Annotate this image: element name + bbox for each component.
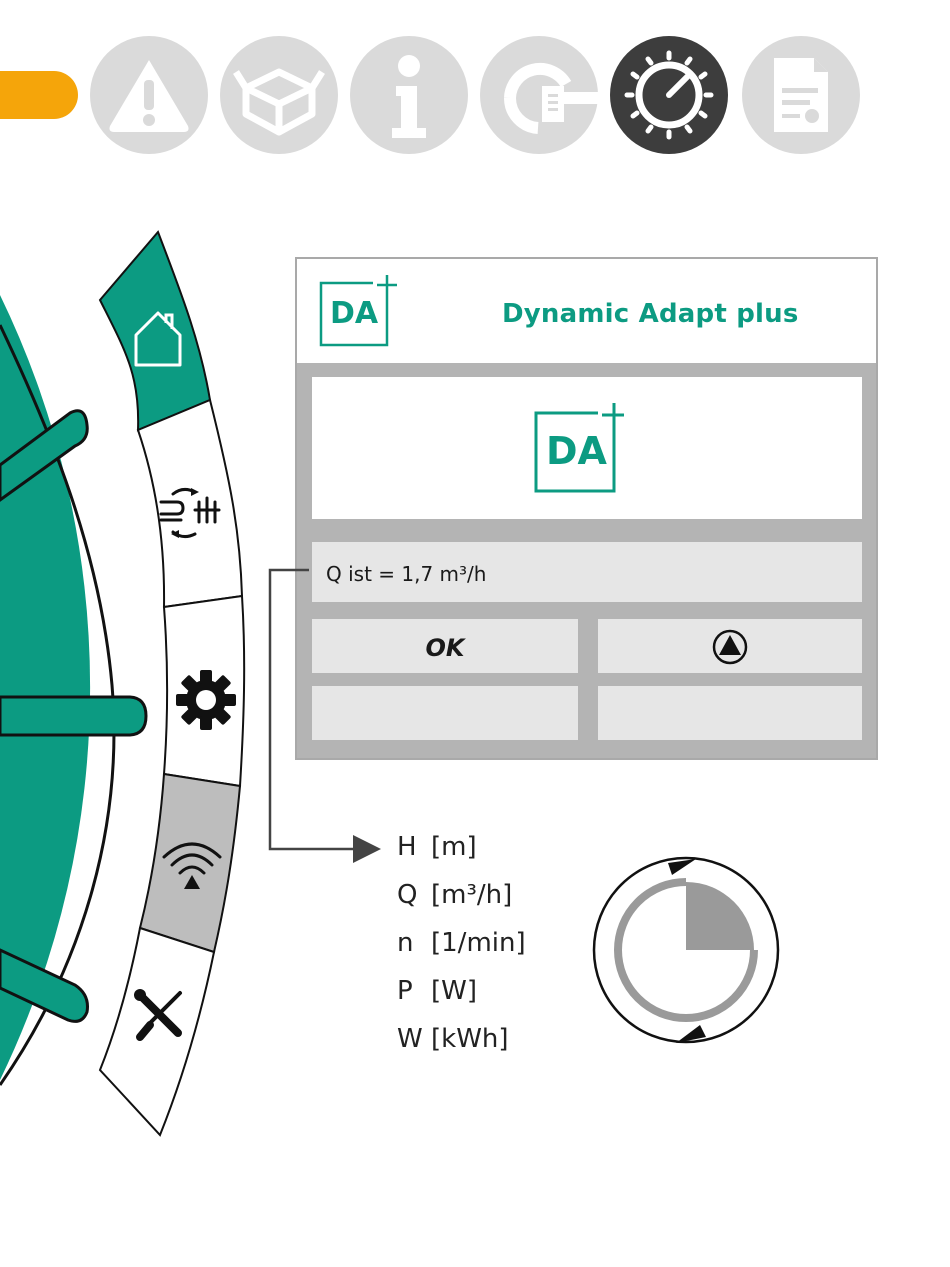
document-icon — [742, 36, 860, 154]
pump-button[interactable] — [598, 619, 862, 673]
pump-triangle-icon — [711, 628, 749, 666]
tab-control[interactable] — [610, 36, 728, 154]
param-unit: [m³/h] — [431, 880, 512, 910]
param-unit: [W] — [431, 976, 477, 1006]
heating-control-icon[interactable] — [157, 484, 227, 542]
gear-icon[interactable] — [174, 668, 238, 732]
connector-arrow — [265, 565, 395, 870]
tab-installation[interactable] — [480, 36, 598, 154]
softkey-bottom-right[interactable] — [598, 686, 862, 740]
tab-info[interactable] — [350, 36, 468, 154]
tab-document[interactable] — [742, 36, 860, 154]
param-unit: [kWh] — [431, 1024, 509, 1054]
chapter-tabs — [0, 0, 950, 170]
mode-title: Dynamic Adapt plus — [502, 299, 799, 329]
home-icon[interactable] — [130, 305, 186, 371]
tab-warning[interactable] — [90, 36, 208, 154]
tab-package[interactable] — [220, 36, 338, 154]
display-header: DA Dynamic Adapt plus — [297, 259, 876, 363]
current-chapter-tab[interactable] — [0, 71, 78, 119]
header-logo-text: DA — [330, 296, 378, 331]
rotate-knob-icon — [588, 845, 784, 1055]
param-symbol: P — [397, 976, 413, 1006]
mode-logo-panel: DA — [312, 377, 862, 519]
center-logo-text: DA — [546, 429, 607, 473]
param-symbol: n — [397, 928, 413, 958]
info-icon — [350, 36, 468, 154]
param-unit: [m] — [431, 832, 477, 862]
control-dial-icon — [610, 36, 728, 154]
wireless-pump-icon[interactable] — [160, 835, 224, 893]
param-symbol: H — [397, 832, 417, 862]
param-symbol: W — [397, 1024, 423, 1054]
tools-icon[interactable] — [130, 985, 192, 1047]
param-symbol: Q — [397, 880, 417, 910]
pump-install-icon — [480, 36, 598, 154]
warning-icon — [90, 36, 208, 154]
package-box-icon — [220, 36, 338, 154]
param-unit: [1/min] — [431, 928, 526, 958]
